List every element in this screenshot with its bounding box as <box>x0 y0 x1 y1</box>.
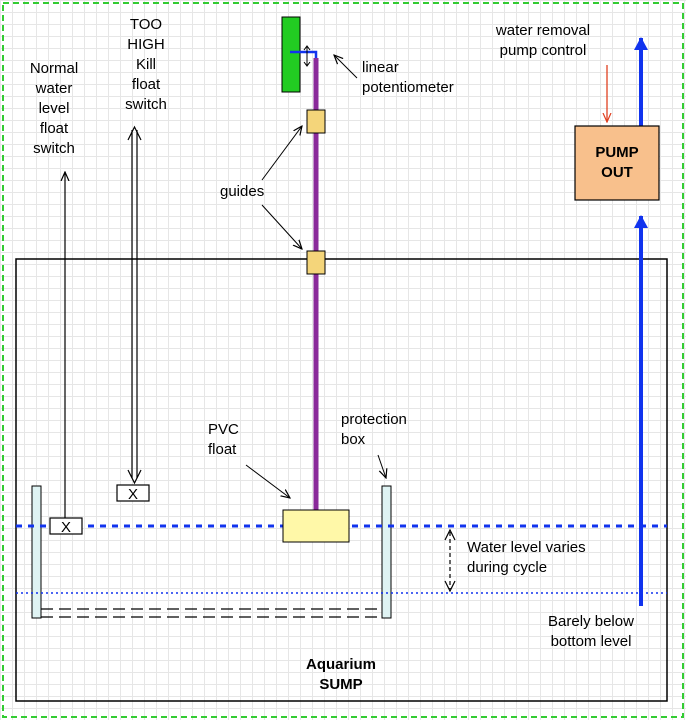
pump-control-label: water removal pump control <box>495 22 591 59</box>
guide-lower <box>306 250 326 275</box>
wiper-motion-arrow <box>303 45 311 67</box>
sump-label: Aquarium SUMP <box>305 656 376 693</box>
guides-pointer-upper <box>261 126 302 181</box>
normal-switch-label: Normal water level float switch <box>29 60 79 157</box>
pvc-float-pointer <box>245 464 290 498</box>
kill-switch-arrow-top <box>127 125 142 141</box>
guides-pointer-lower <box>261 204 302 249</box>
protection-box-pointer <box>377 454 386 478</box>
water-level-arrowhead-bottom <box>444 580 456 593</box>
guide-upper <box>306 109 326 134</box>
protection-box-label: protection box <box>341 411 407 448</box>
kill-float-switch <box>116 484 150 502</box>
potentiometer-pointer <box>334 55 358 79</box>
sump-tank <box>15 258 668 702</box>
kill-switch-arrow-bottom <box>127 469 142 485</box>
linear-potentiometer <box>281 16 301 93</box>
barely-below-label: Barely below bottom level <box>548 613 634 650</box>
water-level-arrowhead-top <box>444 528 456 541</box>
potentiometer-wiper <box>290 50 318 60</box>
kill-float-switch-mark: X <box>128 486 138 503</box>
protection-box-right-wall <box>381 485 392 619</box>
water-level-label: Water level varies during cycle <box>467 539 586 576</box>
normal-float-switch <box>49 517 83 535</box>
pump-out-box <box>574 125 660 201</box>
normal-float-switch-mark: X <box>61 519 71 536</box>
guides-label: guides <box>220 183 265 200</box>
pvc-float <box>282 509 350 543</box>
kill-switch-label: TOO HIGH Kill float switch <box>125 16 167 113</box>
pvc-float-label: PVC float <box>208 421 239 458</box>
pump-out-label: PUMP OUT <box>595 144 639 181</box>
potentiometer-label: linear potentiometer <box>362 59 454 96</box>
protection-box-left-wall <box>31 485 42 619</box>
